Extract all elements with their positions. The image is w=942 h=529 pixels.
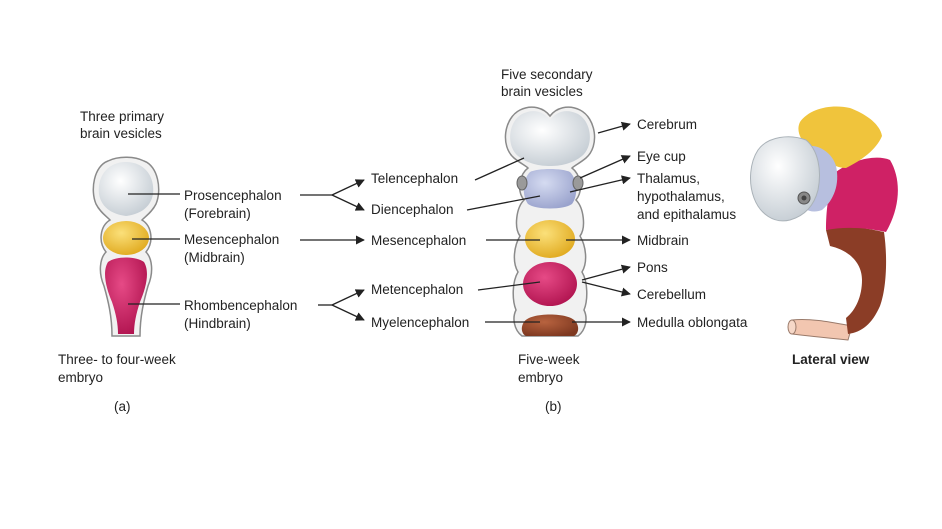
cerebrum-label: Cerebrum xyxy=(637,117,698,132)
thalamus-label-line2: hypothalamus, xyxy=(637,189,725,204)
pons-label: Pons xyxy=(637,260,668,275)
panel-a-heading-line1: Three primary xyxy=(80,109,165,124)
secondary-vesicles-embryo xyxy=(504,106,596,337)
diencephalon-label: Diencephalon xyxy=(371,202,454,217)
panel-a-caption-line1: Three- to four-week xyxy=(58,352,176,367)
lateral-cord-end xyxy=(787,319,797,335)
hindbrain-label: (Hindbrain) xyxy=(184,316,251,331)
panel-b-left-leaders xyxy=(466,157,541,323)
lateral-telencephalon xyxy=(750,136,820,222)
myelencephalon-label: Myelencephalon xyxy=(371,315,470,330)
mesencephalon-label-b: Mesencephalon xyxy=(371,233,467,248)
mesencephalon-vesicle xyxy=(103,221,149,255)
panel-b-heading-line1: Five secondary xyxy=(501,67,593,82)
vesicle-transition-arrows xyxy=(300,179,365,321)
mesencephalon-vesicle-b xyxy=(525,220,575,258)
lateral-view-caption: Lateral view xyxy=(792,352,870,367)
left-eye-cup xyxy=(516,175,528,191)
panel-a-heading-line2: brain vesicles xyxy=(80,126,162,141)
prosencephalon-vesicle xyxy=(98,162,154,216)
panel-a-tag: (a) xyxy=(114,399,131,414)
diencephalon-vesicle xyxy=(523,169,577,209)
thalamus-label-line3: and epithalamus xyxy=(637,207,737,222)
primary-vesicles-embryo xyxy=(92,156,160,337)
panel-b-right-arrows xyxy=(566,121,631,327)
panel-a-caption-line2: embryo xyxy=(58,370,104,385)
metencephalon-vesicle xyxy=(523,262,577,306)
metencephalon-label: Metencephalon xyxy=(371,282,464,297)
mesencephalon-label: Mesencephalon xyxy=(184,232,280,247)
lateral-view-brain xyxy=(750,106,898,341)
telencephalon-label: Telencephalon xyxy=(371,171,459,186)
midbrain-alt-label: (Midbrain) xyxy=(184,250,245,265)
myelencephalon-vesicle xyxy=(521,314,579,336)
telencephalon-vesicle xyxy=(510,111,590,166)
prosencephalon-label: Prosencephalon xyxy=(184,188,282,203)
panel-b-caption-line1: Five-week xyxy=(518,352,580,367)
rhombencephalon-vesicle xyxy=(105,257,147,334)
panel-b-tag: (b) xyxy=(545,399,562,414)
panel-b-caption-line2: embryo xyxy=(518,370,564,385)
lateral-spinal-cord xyxy=(791,319,853,341)
thalamus-label-line1: Thalamus, xyxy=(637,171,701,186)
panel-b-heading-line2: brain vesicles xyxy=(501,84,583,99)
lateral-eye-center xyxy=(801,195,807,201)
panel-a-leader-lines xyxy=(128,193,180,305)
forebrain-label: (Forebrain) xyxy=(184,206,251,221)
lateral-metencephalon xyxy=(826,157,898,232)
cerebellum-label: Cerebellum xyxy=(637,287,707,302)
lateral-myelencephalon xyxy=(826,226,887,334)
eye-cup-label: Eye cup xyxy=(637,149,686,164)
medulla-oblongata-label: Medulla oblongata xyxy=(637,315,748,330)
right-eye-cup xyxy=(572,175,584,191)
rhombencephalon-label: Rhombencephalon xyxy=(184,298,298,313)
midbrain-label: Midbrain xyxy=(637,233,689,248)
